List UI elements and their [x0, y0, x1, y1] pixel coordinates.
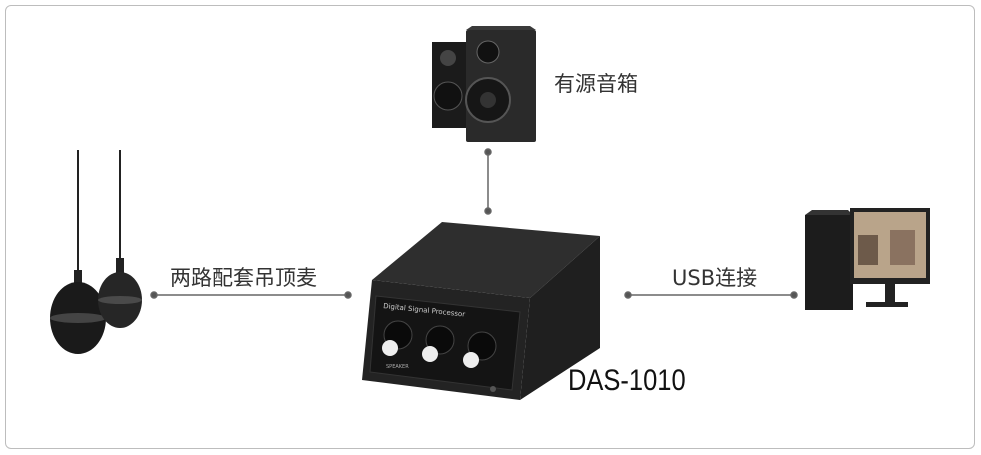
speaker-icon [432, 26, 536, 142]
microphone-label: 两路配套吊顶麦 [170, 266, 317, 290]
computer-icon [805, 208, 930, 310]
connector-speaker [484, 148, 492, 215]
ceiling-microphone-icon [50, 150, 142, 354]
connector-usb [624, 291, 798, 299]
speaker-label: 有源音箱 [554, 72, 638, 96]
connector-microphone [150, 291, 352, 299]
dsp-device-icon: Digital Signal Processor SPEAKER [362, 222, 600, 400]
model-label: DAS-1010 [568, 364, 686, 397]
diagram-frame [5, 5, 975, 449]
usb-label: USB连接 [672, 266, 758, 290]
knob-label: SPEAKER [386, 364, 409, 370]
